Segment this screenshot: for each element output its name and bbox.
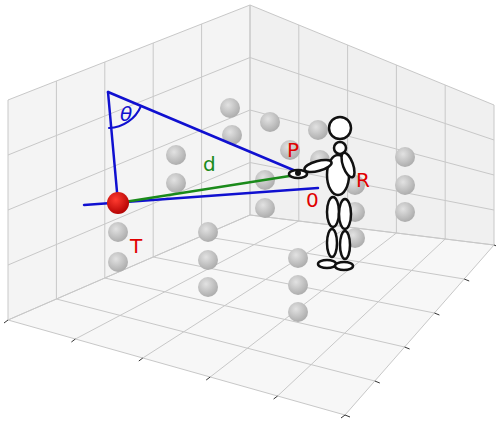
grey-sphere: [198, 277, 218, 297]
grey-sphere: [166, 173, 186, 193]
grid-line: [8, 5, 250, 100]
axis-tick: [206, 377, 210, 380]
grid-line: [250, 110, 494, 175]
grey-sphere: [260, 112, 280, 132]
axis-tick: [341, 415, 345, 418]
grey-sphere: [255, 198, 275, 218]
grid-line: [250, 5, 494, 105]
axis-tick: [494, 245, 496, 247]
person-label: R: [356, 170, 370, 190]
grid-line: [8, 58, 250, 156]
geometry-lines: [84, 92, 318, 205]
axis-tick: [139, 358, 143, 361]
grey-sphere: [198, 222, 218, 242]
grey-sphere: [308, 120, 328, 140]
grey-sphere: [108, 222, 128, 242]
grid-line: [105, 278, 405, 347]
grid-line: [210, 233, 396, 377]
grid-line: [8, 163, 250, 266]
grid-line: [143, 227, 348, 358]
grid-line: [250, 58, 494, 141]
axis-tick: [345, 415, 350, 417]
grey-sphere: [288, 302, 308, 322]
axis-tick: [274, 396, 278, 399]
axis-tick: [464, 279, 469, 281]
grid-line: [345, 245, 494, 415]
grid-line: [8, 320, 345, 415]
grey-sphere: [395, 175, 415, 195]
grey-sphere: [395, 202, 415, 222]
axis-tick: [4, 320, 8, 323]
grey-sphere: [220, 98, 240, 118]
grid-line: [250, 215, 494, 245]
person-figure: [289, 117, 357, 270]
grid-lines: [4, 5, 496, 418]
grey-sphere: [288, 275, 308, 295]
distance-label: d: [203, 154, 216, 174]
grid-line: [8, 215, 250, 320]
point-label: P: [287, 140, 299, 160]
grey-sphere: [280, 140, 300, 160]
right-pane: [250, 5, 494, 245]
angle-label: θ: [120, 104, 132, 124]
axis-tick: [71, 339, 75, 342]
grey-sphere: [288, 248, 308, 268]
target-sphere: [107, 192, 129, 214]
grey-sphere: [166, 145, 186, 165]
grey-sphere: [198, 250, 218, 270]
target-label: T: [130, 236, 142, 256]
grey-sphere: [108, 252, 128, 272]
axis-tick: [434, 313, 439, 315]
grid-line: [278, 239, 446, 396]
floor-pane: [8, 215, 494, 415]
axis-tick: [405, 347, 410, 349]
grid-line: [250, 215, 494, 245]
axis-tick: [375, 381, 380, 383]
grid-line: [8, 215, 250, 320]
hand-point: [295, 170, 301, 176]
grey-sphere: [395, 147, 415, 167]
sphere-grid: [108, 98, 415, 322]
grid-line: [250, 163, 494, 211]
origin-label: 0: [306, 190, 319, 210]
